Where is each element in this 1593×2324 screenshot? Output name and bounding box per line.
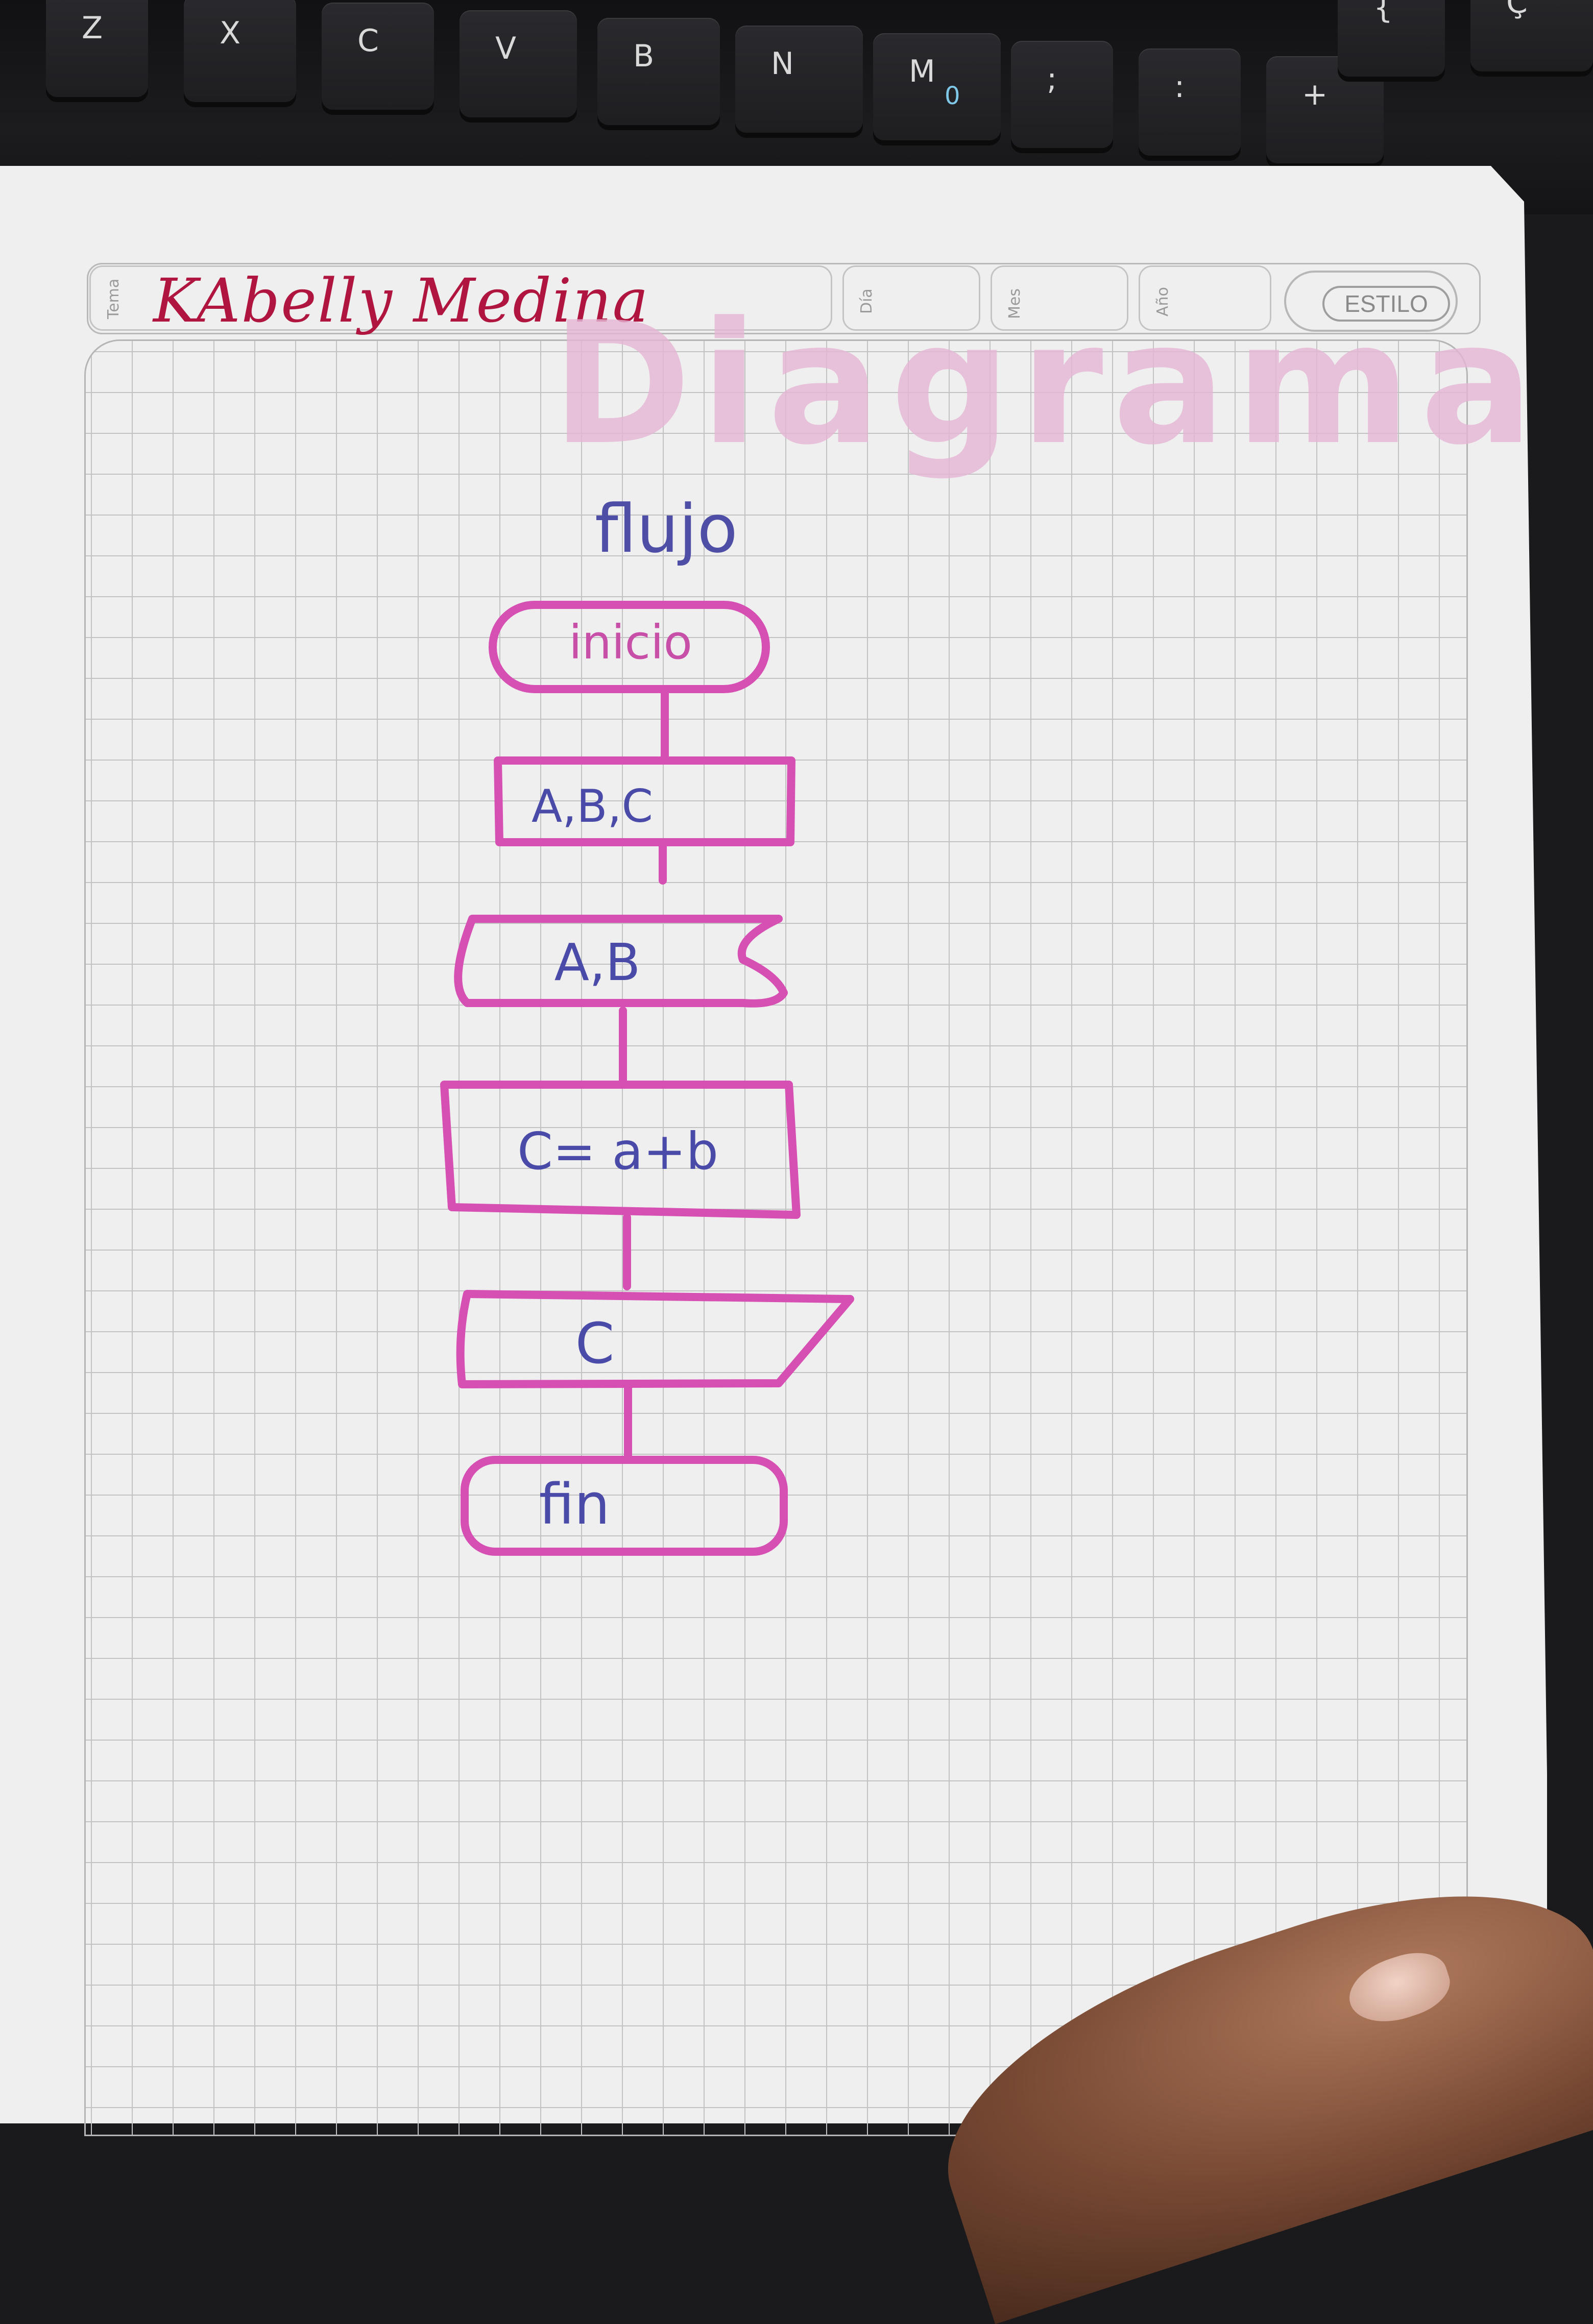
key-semicolon[interactable]: ; <box>1011 41 1113 148</box>
calc-label: C= a+b <box>517 1121 718 1181</box>
key-x[interactable]: X <box>184 0 296 102</box>
read-label: A,B <box>554 933 641 992</box>
dia-field <box>842 265 980 331</box>
diagram-title: Diagrama <box>551 286 1543 482</box>
key-label: + <box>1302 77 1328 112</box>
key-label: ; <box>1047 61 1057 97</box>
key-label: X <box>220 15 241 51</box>
end-label: fin <box>539 1472 610 1537</box>
key-colon[interactable]: : <box>1139 48 1241 156</box>
key-label: C <box>357 23 379 59</box>
key-n[interactable]: N <box>735 26 863 133</box>
brand-logo: ESTILO <box>1322 286 1450 322</box>
key-z[interactable]: Z <box>46 0 148 97</box>
key-label: : <box>1174 69 1185 105</box>
input-label: A,B,C <box>532 780 653 833</box>
key-v[interactable]: V <box>460 10 577 117</box>
key-brace[interactable]: { <box>1338 0 1445 77</box>
output-label: C <box>575 1311 615 1376</box>
key-label: Ç <box>1506 0 1528 20</box>
key-label: B <box>633 38 655 74</box>
key-label: V <box>495 31 517 66</box>
calc-process-box <box>440 1081 801 1219</box>
start-label: inicio <box>569 615 692 670</box>
grid-paper <box>84 339 1468 2136</box>
key-cedilla[interactable]: Ç <box>1470 0 1593 71</box>
diagram-subtitle: flujo <box>595 490 738 568</box>
tema-field <box>89 265 832 331</box>
key-label: Z <box>82 10 103 46</box>
end-terminal <box>461 1456 788 1556</box>
key-b[interactable]: B <box>597 18 720 125</box>
output-display-shape <box>456 1290 854 1388</box>
key-sublabel: 0 <box>945 82 960 110</box>
flowchart: inicio A,B,C A,B C= a+b C fin <box>440 601 854 1556</box>
mes-field <box>991 265 1128 331</box>
brand-badge <box>1284 271 1458 332</box>
start-terminal <box>489 601 770 693</box>
key-label: M <box>909 54 935 89</box>
author-name: KAbelly Medina <box>153 265 649 336</box>
ano-field <box>1139 265 1271 331</box>
read-shape <box>454 915 788 1008</box>
notebook-header <box>87 263 1481 334</box>
key-c[interactable]: C <box>322 3 434 110</box>
key-label: { <box>1373 0 1393 26</box>
key-label: N <box>771 46 794 82</box>
input-process-box <box>494 756 795 846</box>
